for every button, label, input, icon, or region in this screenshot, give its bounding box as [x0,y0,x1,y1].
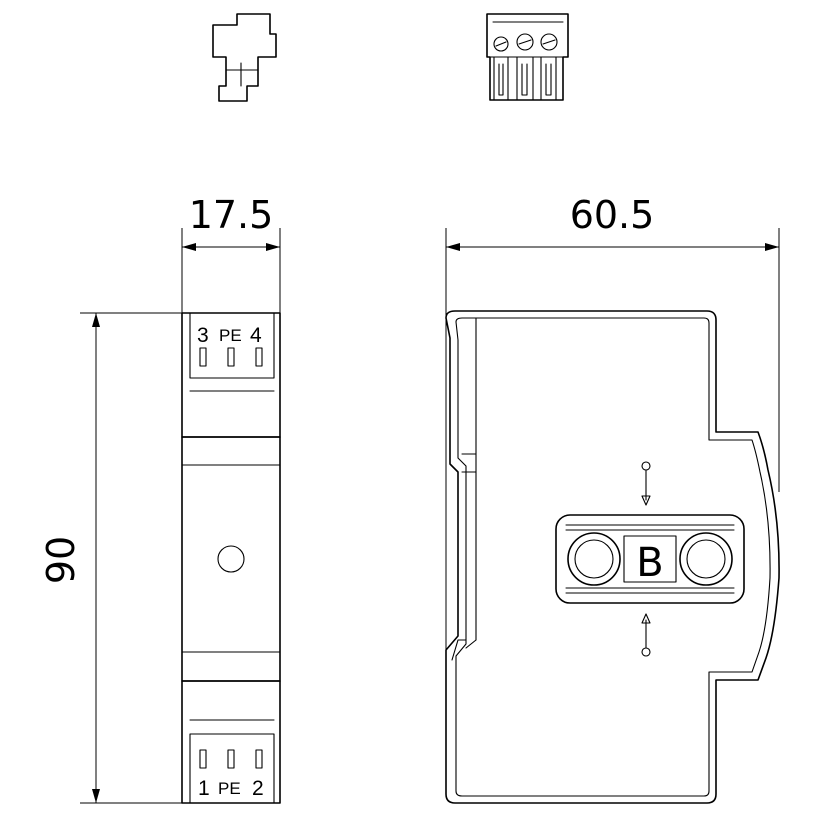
plug-side-view [212,13,277,102]
terminal-label-2: 2 [252,777,264,800]
obo-logo: B [555,514,745,604]
plug-front-view [486,13,569,101]
module-side-view: B [445,310,780,804]
dimension-label-60-5: 60.5 [570,193,655,237]
terminal-label-4: 4 [250,324,262,347]
dimension-label-17-5: 17.5 [189,193,274,237]
dimension-height: 90 [39,312,190,804]
dimension-label-90: 90 [39,536,83,584]
terminal-label-pe-bottom: PE [218,779,241,798]
status-indicator [217,545,245,573]
logo-letter-b: B [636,540,663,586]
dimension-width-side: 60.5 [445,193,780,660]
terminal-label-3: 3 [197,324,209,347]
terminal-label-1: 1 [198,777,210,800]
module-front-view: 3 PE 4 1 PE 2 [181,312,281,804]
terminal-label-pe-top: PE [219,326,242,345]
dimension-width-front: 17.5 [181,193,281,315]
